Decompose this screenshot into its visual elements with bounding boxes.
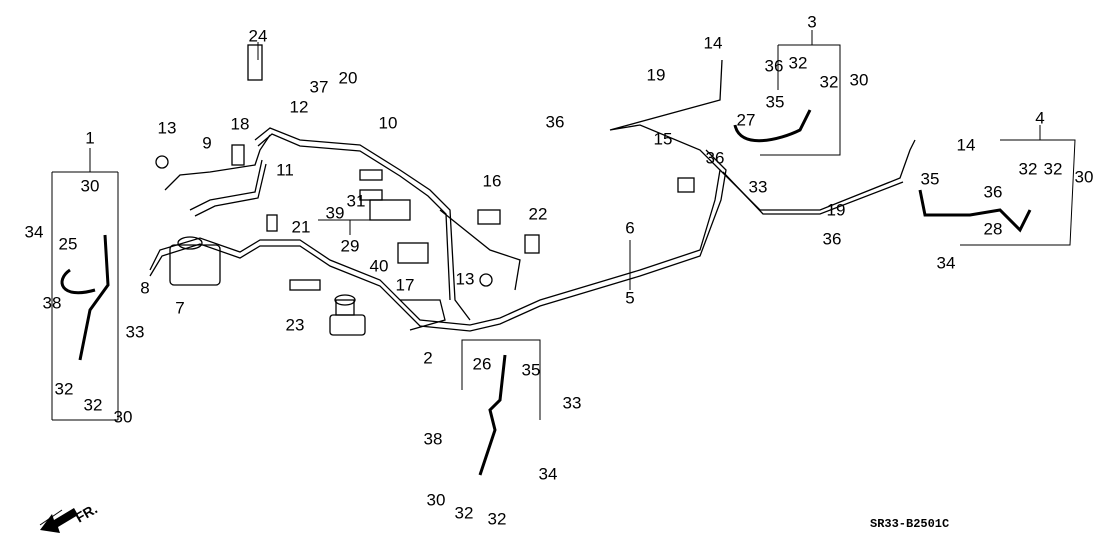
callout-13-left[interactable]: 13 <box>157 118 177 138</box>
callout-35-b[interactable]: 35 <box>765 92 785 112</box>
callout-32-e[interactable]: 32 <box>788 53 808 73</box>
callout-39[interactable]: 39 <box>325 203 345 223</box>
callout-31[interactable]: 31 <box>346 191 366 211</box>
callout-8[interactable]: 8 <box>140 278 150 298</box>
callout-16[interactable]: 16 <box>482 171 502 191</box>
callout-23[interactable]: 23 <box>285 315 305 335</box>
callout-28[interactable]: 28 <box>983 219 1003 239</box>
fittings <box>155 44 695 291</box>
callout-36-e[interactable]: 36 <box>822 229 842 249</box>
callout-19-top[interactable]: 19 <box>646 65 666 85</box>
callout-22[interactable]: 22 <box>528 204 548 224</box>
callout-30-top-right[interactable]: 30 <box>849 70 869 90</box>
callout-30-bottom-left[interactable]: 30 <box>113 407 133 427</box>
callout-20[interactable]: 20 <box>338 68 358 88</box>
callout-26[interactable]: 26 <box>472 354 492 374</box>
callout-33-center[interactable]: 33 <box>562 393 582 413</box>
callout-6[interactable]: 6 <box>625 218 635 238</box>
callout-2[interactable]: 2 <box>423 348 433 368</box>
callout-32-a[interactable]: 32 <box>54 379 74 399</box>
callout-25[interactable]: 25 <box>58 234 78 254</box>
callout-33-left[interactable]: 33 <box>125 322 145 342</box>
callout-40[interactable]: 40 <box>369 256 389 276</box>
callout-29[interactable]: 29 <box>340 236 360 256</box>
callout-37[interactable]: 37 <box>309 77 329 97</box>
callout-32-d[interactable]: 32 <box>487 509 507 529</box>
callout-5[interactable]: 5 <box>625 288 635 308</box>
callout-14-top[interactable]: 14 <box>703 33 723 53</box>
callout-35-c[interactable]: 35 <box>920 169 940 189</box>
callout-19-right[interactable]: 19 <box>826 200 846 220</box>
leader-lines <box>39 30 1076 526</box>
callout-36-c[interactable]: 36 <box>705 148 725 168</box>
callout-4[interactable]: 4 <box>1035 108 1045 128</box>
callout-3[interactable]: 3 <box>807 12 817 32</box>
callout-30-left[interactable]: 30 <box>80 176 100 196</box>
callout-14-right[interactable]: 14 <box>956 135 976 155</box>
callout-12[interactable]: 12 <box>289 97 309 117</box>
master-cylinder <box>169 236 366 336</box>
callout-34-center[interactable]: 34 <box>538 464 558 484</box>
brake-line-bundle <box>149 59 916 332</box>
fr-arrow <box>40 508 78 533</box>
callout-38-left[interactable]: 38 <box>42 293 62 313</box>
brake-hoses <box>60 109 1032 476</box>
callout-32-c[interactable]: 32 <box>454 503 474 523</box>
callout-32-g[interactable]: 32 <box>1018 159 1038 179</box>
callout-13-center[interactable]: 13 <box>455 269 475 289</box>
callout-36-a[interactable]: 36 <box>545 112 565 132</box>
callout-21[interactable]: 21 <box>291 217 311 237</box>
callout-24[interactable]: 24 <box>248 26 268 46</box>
callout-17[interactable]: 17 <box>395 275 415 295</box>
callout-1[interactable]: 1 <box>85 128 95 148</box>
callout-34-left[interactable]: 34 <box>24 222 44 242</box>
callout-33-right[interactable]: 33 <box>748 177 768 197</box>
callout-27[interactable]: 27 <box>736 110 756 130</box>
callout-11[interactable]: 11 <box>276 160 294 180</box>
callout-32-b[interactable]: 32 <box>83 395 103 415</box>
callout-10[interactable]: 10 <box>378 113 398 133</box>
callout-18[interactable]: 18 <box>230 114 250 134</box>
callout-32-h[interactable]: 32 <box>1043 159 1063 179</box>
diagram-code: SR33-B2501C <box>870 517 950 531</box>
callout-30-right[interactable]: 30 <box>1074 167 1094 187</box>
callout-38-center[interactable]: 38 <box>423 429 443 449</box>
callout-30-bottom[interactable]: 30 <box>426 490 446 510</box>
callout-15[interactable]: 15 <box>653 129 673 149</box>
callout-7[interactable]: 7 <box>175 298 185 318</box>
callout-34-right[interactable]: 34 <box>936 253 956 273</box>
callout-35-a[interactable]: 35 <box>521 360 541 380</box>
callout-36-d[interactable]: 36 <box>983 182 1003 202</box>
callout-36-b[interactable]: 36 <box>764 56 784 76</box>
callout-32-f[interactable]: 32 <box>819 72 839 92</box>
callout-9[interactable]: 9 <box>202 133 212 153</box>
